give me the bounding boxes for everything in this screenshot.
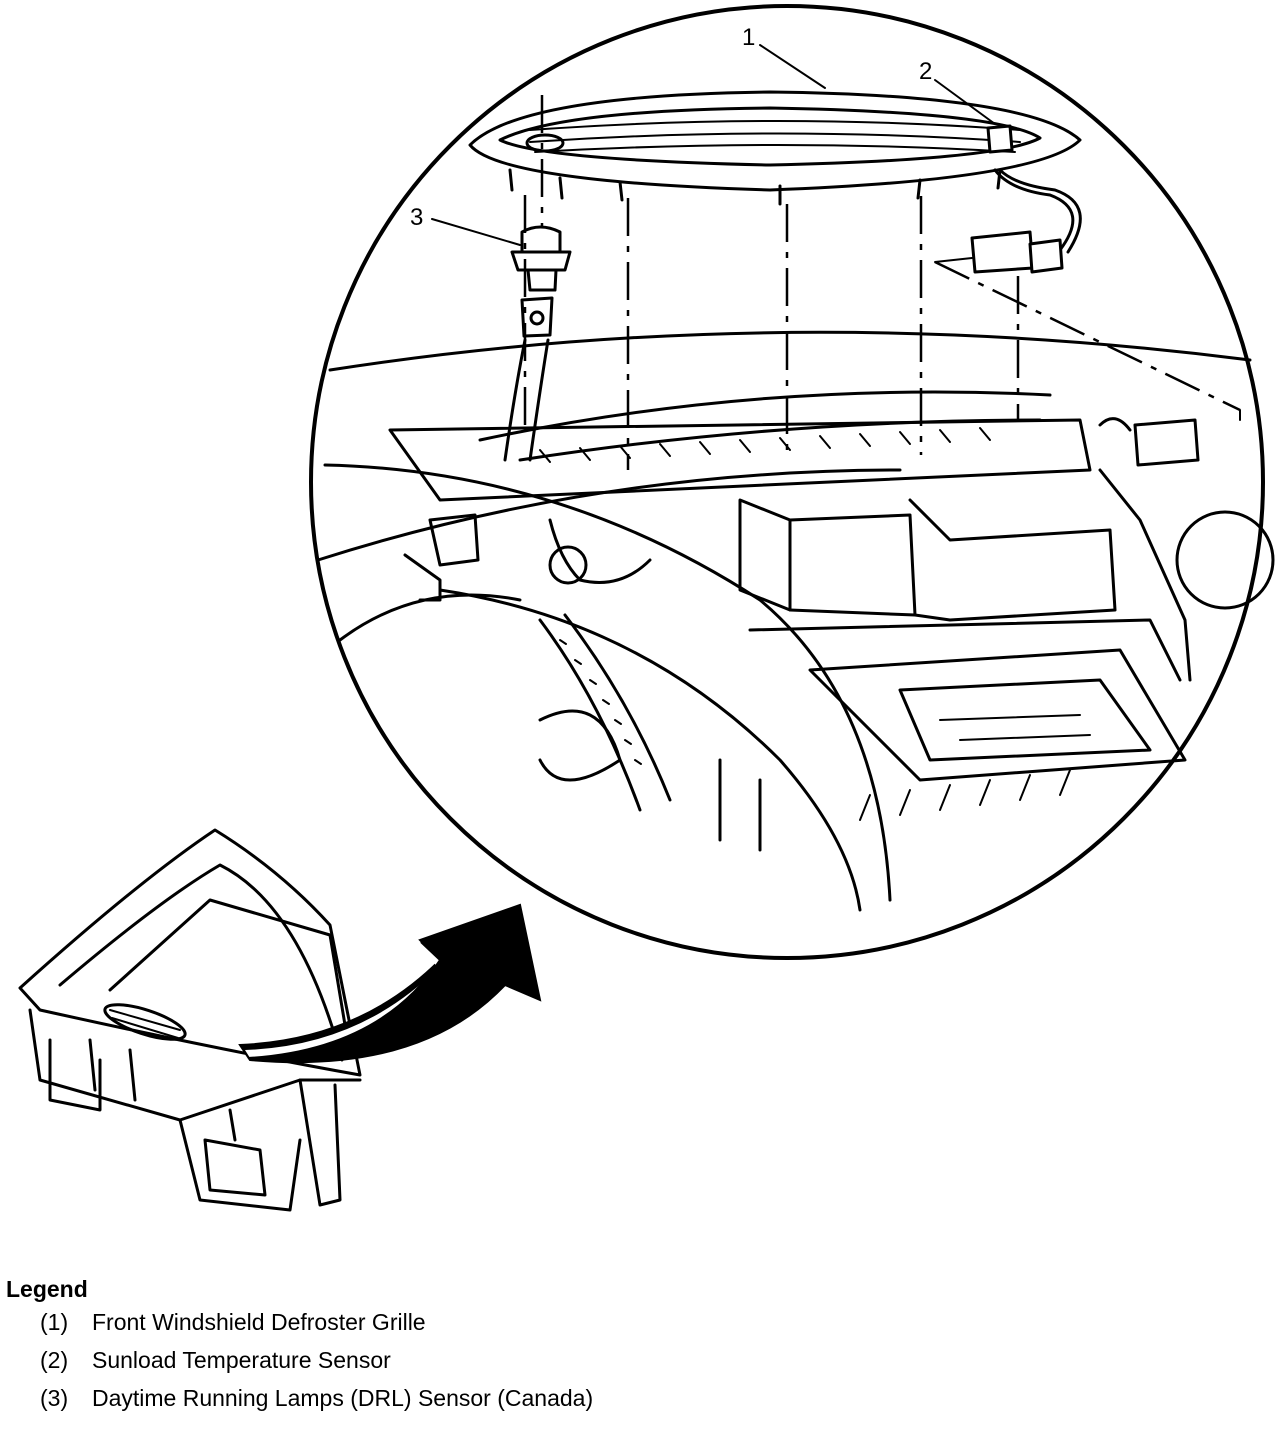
legend-item-number: (2)	[40, 1347, 69, 1373]
legend-item-label: Front Windshield Defroster Grille	[92, 1309, 426, 1335]
legend-item: (1) Front Windshield Defroster Grille	[40, 1307, 612, 1337]
callout-3: 3	[410, 204, 423, 231]
detail-view	[309, 4, 1275, 960]
locator-view	[18, 828, 542, 1212]
legend-item-label: Sunload Temperature Sensor	[92, 1347, 391, 1373]
callout-2: 2	[919, 58, 932, 85]
callout-1: 1	[742, 24, 755, 51]
legend-item-number: (3)	[40, 1385, 69, 1411]
legend-item: (2) Sunload Temperature Sensor	[40, 1345, 612, 1375]
callouts: 1 2 3	[410, 24, 996, 246]
legend-item-number: (1)	[40, 1309, 69, 1335]
defroster-grille	[468, 90, 1082, 206]
legend-item: (3) Daytime Running Lamps (DRL) Sensor (…	[40, 1383, 612, 1413]
drl-sensor	[503, 225, 572, 462]
legend-item-label: Daytime Running Lamps (DRL) Sensor (Cana…	[92, 1385, 594, 1411]
defroster-grille-diagram: 1 2 3	[18, 4, 1275, 1212]
legend-title: Legend	[6, 1276, 88, 1302]
legend: Legend (1) Front Windshield Defroster Gr…	[6, 1276, 612, 1421]
sunload-sensor	[970, 124, 1082, 274]
